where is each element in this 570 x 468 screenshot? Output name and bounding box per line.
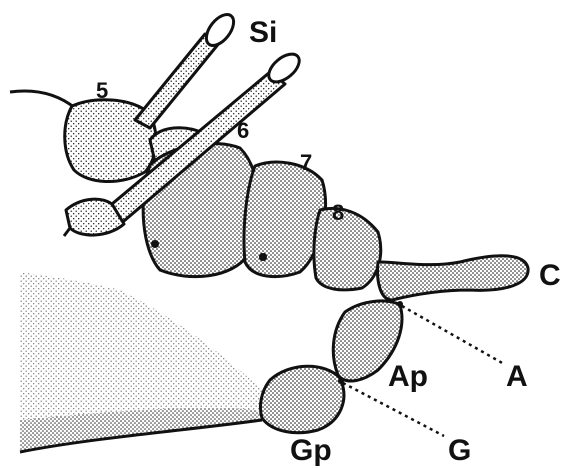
label-segment-5: 5 [96, 78, 108, 103]
segment-8 [314, 208, 381, 289]
label-gonopore: G [448, 434, 471, 467]
label-segment-8: 8 [332, 200, 344, 225]
label-cauda: C [539, 259, 561, 292]
spiracle-7 [259, 253, 267, 261]
spiracle-6 [151, 240, 159, 248]
anus-leader-line [402, 306, 504, 364]
label-anal-plate: Ap [388, 360, 428, 393]
label-segment-7: 7 [300, 150, 312, 175]
body-stipple-area [20, 272, 268, 452]
genital-plate [260, 366, 343, 432]
label-genital-plate: Gp [290, 434, 332, 467]
body-outline-upper [10, 91, 75, 108]
cauda [378, 256, 529, 300]
label-segment-6: 6 [237, 118, 249, 143]
label-siphunculi: Si [249, 16, 277, 49]
label-anus: A [506, 360, 528, 393]
